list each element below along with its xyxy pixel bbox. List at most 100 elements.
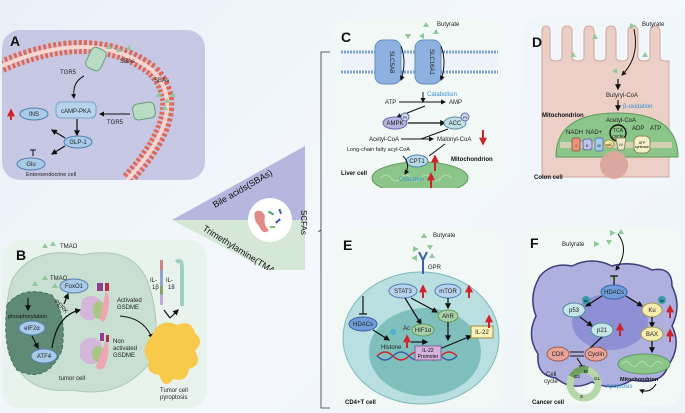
cdk-label: CDK [552,352,565,358]
panel-e-diagram: E Butyrate GPR STAT3 mTOR AhR HIF1α HDAC… [342,233,500,406]
foxo1-label: FoxO1 [65,284,84,290]
complex-iv [615,137,627,151]
panel-d-diagram: D Butyrate Butyryl-CoA β-oxidation Mitoc… [532,22,679,181]
eif2a-node [18,320,46,336]
butyryl-coa-label: Butyryl-CoA [606,93,638,99]
oxidation-label: Oxidation [399,177,424,183]
tgr5-receptor [132,101,156,121]
cdk-node [546,346,570,362]
mtor-label: mTOR [439,289,457,295]
tgr5-label: TGR5 [107,120,124,126]
panel-e: E Butyrate GPR STAT3 mTOR AhR HIF1α HDAC… [333,228,503,408]
histone-label: Histone [381,345,402,351]
nadh-label: NADH [566,130,583,136]
ku-label: Ku [648,308,655,314]
ac-label: Ac [660,299,664,303]
hdacs-label: HDACs [353,322,373,328]
gpr-receptor [418,251,428,274]
pi-label: Pi [463,115,467,120]
cytochrome-c [603,139,615,149]
hdacs-node [348,316,378,332]
phosphate-icon [460,112,470,122]
complex-label: cytC [606,143,613,147]
acetyl-group-icon [658,296,666,304]
bracket [318,51,330,409]
panel-b: B TMAO TMAO FoxO1 PERK phosphorylation e… [2,240,207,408]
gpr-label: GPR [428,265,442,271]
acc-label: ACC [449,121,462,127]
butyrate-label: Butyrate [642,22,665,28]
mitochondrion-label: Mitochondrion [620,377,659,383]
hif1a-label: HIF1α [415,328,432,334]
butyrate-label: Butyrate [562,242,585,248]
tgr5-receptor [85,46,107,72]
il22-promoter [414,345,442,361]
bacteria-icon [267,208,282,228]
il18-label: 18 [168,285,175,291]
p53-node [562,302,586,318]
slc16a1-transporter [414,39,442,85]
acc-node [443,116,467,130]
cell-label: CD4+T cell [345,400,376,406]
il1b-label: 1β [152,285,159,291]
malonyl-coa-label: Malonyl-CoA [437,137,471,143]
panel-c-letter: C [341,29,351,45]
complex-label: I [575,143,576,148]
panel-b-letter: B [16,247,26,263]
pyroptosis-label: Tumor cell [160,388,188,394]
phosphorylation-label: phosphorylation [8,314,47,320]
p21-label: p21 [597,328,608,334]
gut-microbiota-icon [248,198,292,242]
center-hub: Bile acids(SBAs) Trimethylamine(TMAO) SC… [172,146,308,270]
il1b-protein [160,260,163,305]
slc5a8-label: SLC5A8 [388,51,394,74]
stat3-node [388,283,418,299]
sbas-label: SBAs [154,78,169,84]
sbas-label: SBAs [120,59,135,65]
promoter-label: Promoter [418,354,439,360]
pyroptotic-cell [144,322,200,385]
acetyl-group-icon [582,296,590,304]
tmao-molecules [32,241,58,288]
ins-label: INS [29,112,39,118]
sba-molecules [106,44,176,110]
ac-label: Ac [403,326,410,332]
complex-label: II [586,143,588,148]
atp-label: ATP [385,100,396,106]
inhibit-icon [576,357,585,367]
cyclin-node [584,346,608,362]
eif2a-label: eIF2α [24,326,40,332]
camp-pka-node [55,101,97,119]
slc16a1-label: SLC16A1 [428,49,434,75]
panel-f-letter: F [530,235,539,251]
complex-i [571,137,581,152]
cell-cycle-label: Cell [546,372,556,378]
activated-gsdme-label: Activated [117,298,142,304]
pyroptosis-label: pyroptosis [160,395,187,401]
panel-e-letter: E [343,237,352,253]
il22-node [470,325,494,339]
pi-label: Pi [403,115,407,120]
activated-gsdme-label: GSDME [117,305,139,311]
panel-a-diagram: A SBAs SBAs TGR5 TGR5 cAMP-PKA GLP-1 INS… [0,33,176,185]
complex-label: IV [619,142,623,147]
complex-label: III [597,143,600,148]
glp1-node [63,135,93,149]
mitochondrion-label: Mitochondrion [542,113,584,119]
panel-c-diagram: C Butyrate SLC5A8 SLC16A1 Catabolism ATP… [341,22,498,195]
camp-pka-label: cAMP-PKA [61,109,91,115]
il18-protein [174,258,184,306]
non-activated-gsdme-icon [80,333,109,370]
hdacs-node [600,284,628,300]
butyrate-molecules [405,22,439,39]
inhibit-icon [30,149,36,156]
mitochondrion-label: Mitochondrion [451,157,493,163]
cell-label: Colon cell [534,175,563,181]
lcfa-label: Long-chain fatty acyl-CoA [347,147,410,153]
butyrate-label: Butyrate [433,233,456,239]
catabolism-label: Catabolism [427,92,457,98]
butyrate-molecules [570,23,648,74]
g2-label: G2 [574,374,581,379]
nad-label: NAD+ [586,130,603,136]
activated-gsdme-icon [80,283,109,322]
